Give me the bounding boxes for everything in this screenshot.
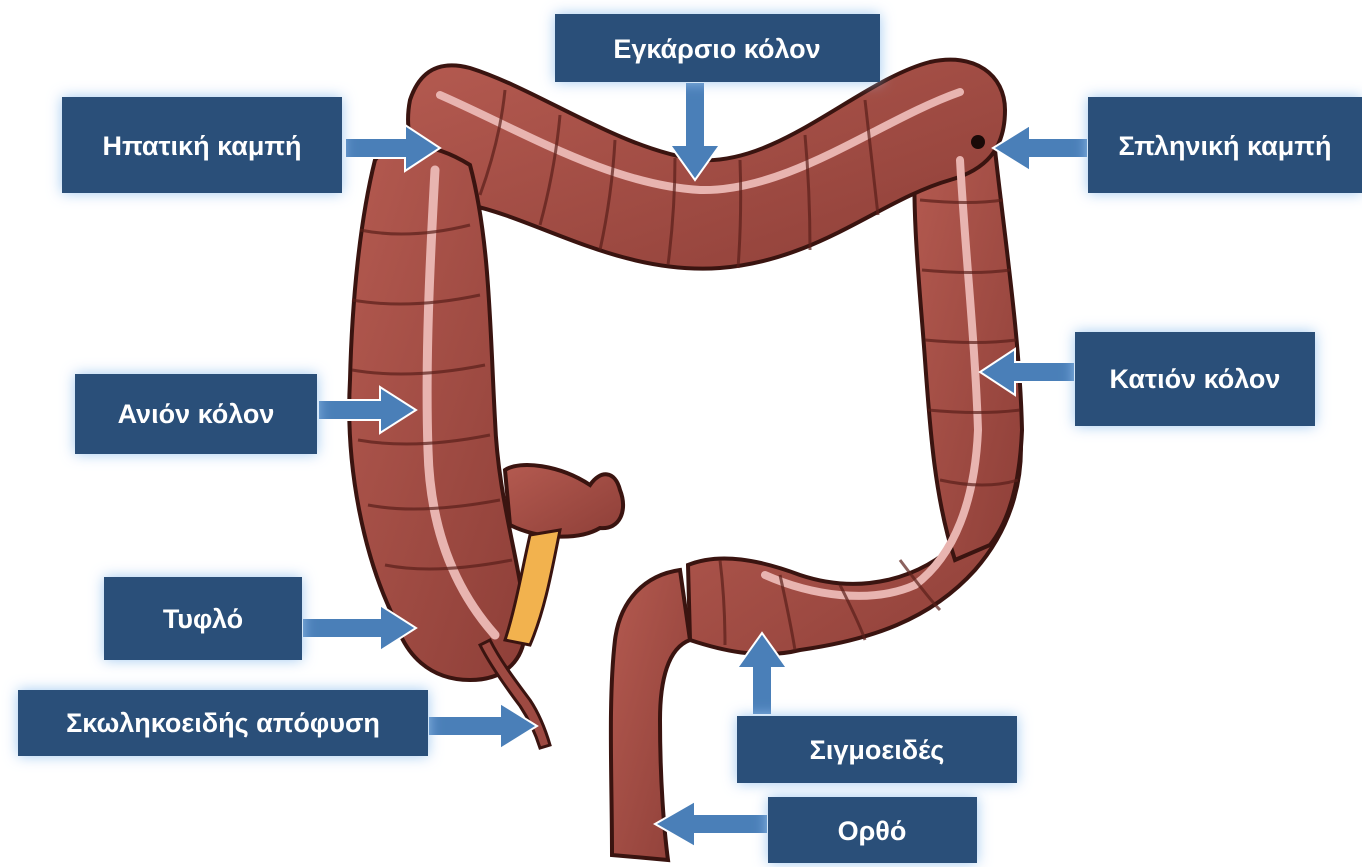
label-descending-text: Κατιόν κόλον [1110, 364, 1281, 394]
label-appendix: Σκωληκοειδής απόφυση [18, 690, 428, 756]
label-transverse-text: Εγκάρσιο κόλον [613, 34, 820, 64]
label-sigmoid: Σιγμοειδές [737, 716, 1017, 783]
label-appendix-text: Σκωληκοειδής απόφυση [66, 708, 380, 738]
label-ascending-text: Ανιόν κόλον [118, 399, 275, 429]
label-cecum: Τυφλό [104, 577, 302, 660]
arrow-appendix [428, 703, 537, 749]
label-splenic-text: Σπληνική καμπή [1119, 131, 1332, 161]
arrow-rectum [655, 801, 768, 847]
label-sigmoid-text: Σιγμοειδές [810, 735, 945, 765]
label-hepatic-text: Ηπατική καμπή [102, 131, 301, 161]
label-rectum-text: Ορθό [838, 816, 907, 846]
ileum-shape [505, 465, 623, 537]
arrow-splenic [993, 125, 1088, 171]
label-ascending: Ανιόν κόλον [75, 374, 317, 454]
label-splenic: Σπληνική καμπή [1088, 97, 1362, 193]
splenic-flexure-dot [971, 135, 985, 149]
label-cecum-text: Τυφλό [163, 604, 243, 634]
label-hepatic: Ηπατική καμπή [62, 97, 342, 193]
label-transverse: Εγκάρσιο κόλον [555, 14, 880, 82]
label-descending: Κατιόν κόλον [1075, 332, 1315, 426]
label-rectum: Ορθό [768, 797, 977, 863]
